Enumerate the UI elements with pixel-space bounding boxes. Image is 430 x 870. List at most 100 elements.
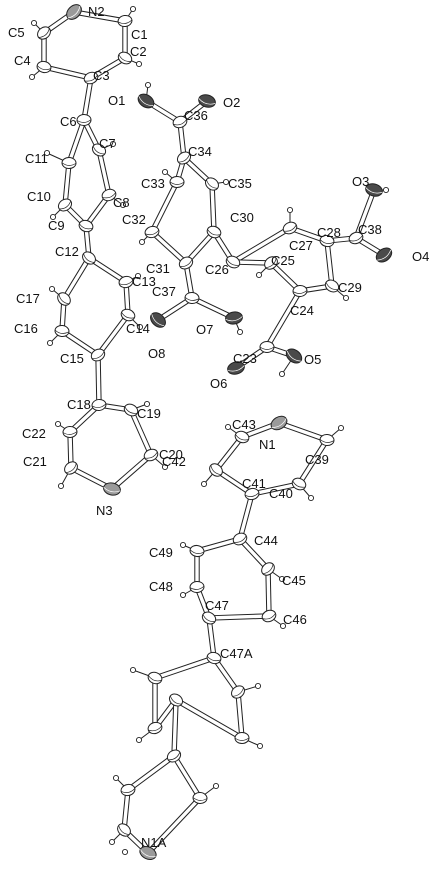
atom-label-C4: C4 — [14, 53, 31, 68]
atom-label-C30: C30 — [230, 210, 254, 225]
atom-label-C37: C37 — [152, 284, 176, 299]
hydrogen-atom-C39 — [337, 424, 345, 432]
hydrogen-atom-C16 — [46, 339, 54, 347]
atom-C32 — [144, 225, 160, 239]
atom-C24 — [292, 284, 308, 298]
atom-label-C28: C28 — [317, 225, 341, 240]
atom-u2 — [234, 731, 250, 745]
hydrogen-atom-C22 — [54, 420, 62, 428]
atom-C49 — [189, 544, 205, 558]
atom-label-C36: C36 — [184, 108, 208, 123]
hydrogen-atom-u4 — [135, 736, 143, 744]
atom-u4 — [147, 721, 163, 735]
atom-u8 — [117, 823, 131, 837]
atom-label-C14: C14 — [126, 321, 150, 336]
bond-C41-C44 — [237, 492, 255, 541]
atom-C37 — [184, 291, 200, 305]
atom-label-C26: C26 — [205, 262, 229, 277]
atom-C15 — [90, 348, 106, 362]
atom-label-C45: C45 — [282, 573, 306, 588]
atom-label-O3: O3 — [352, 174, 369, 189]
bond-C15-C18 — [95, 354, 102, 406]
atom-C4 — [36, 60, 52, 74]
atom-C46 — [261, 609, 277, 623]
hydrogen-atom-C14 — [136, 323, 144, 331]
atom-label-C38: C38 — [358, 222, 382, 237]
atom-label-C47A: C47A — [220, 646, 253, 661]
atom-C19 — [123, 403, 139, 417]
atom-O8 — [150, 312, 166, 328]
bond-C24-C23 — [264, 289, 303, 349]
atom-C38 — [348, 231, 364, 245]
atom-u9 — [120, 783, 136, 797]
atom-C39 — [319, 433, 335, 447]
atom-C34 — [176, 151, 192, 165]
atom-O5 — [285, 348, 303, 364]
atom-label-C23: C23 — [233, 351, 257, 366]
hydrogen-atom-C49 — [179, 541, 187, 549]
atom-C10 — [57, 198, 73, 212]
atom-C48 — [189, 580, 205, 594]
atom-C3 — [83, 71, 99, 85]
atom-O1 — [137, 93, 155, 109]
atom-label-O6: O6 — [210, 376, 227, 391]
atom-C33 — [169, 175, 185, 189]
atom-C40 — [291, 477, 307, 491]
hydrogen-atom-C32 — [138, 238, 146, 246]
hydrogen-atom-C10 — [49, 213, 57, 221]
atom-label-C47: C47 — [205, 598, 229, 613]
hydrogen-atom-C46 — [279, 622, 287, 630]
atom-label-C8: C8 — [113, 195, 130, 210]
atom-label-O8: O8 — [148, 346, 165, 361]
hydrogen-atom-u1 — [254, 682, 262, 690]
atoms-layer — [36, 4, 393, 861]
atom-label-C2: C2 — [130, 44, 147, 59]
atom-C26 — [225, 255, 241, 269]
hydrogen-atom-C5 — [30, 19, 38, 27]
atom-C27 — [282, 221, 298, 235]
bond-C45-C46 — [265, 568, 272, 617]
atom-label-C11: C11 — [25, 151, 48, 166]
atom-N1 — [270, 415, 288, 431]
bond-u2-u3 — [174, 697, 244, 741]
atom-label-C34: C34 — [188, 144, 212, 159]
atom-label-O7: O7 — [196, 322, 213, 337]
atom-label-C46: C46 — [283, 612, 307, 627]
atom-label-C31: C31 — [146, 261, 170, 276]
hydrogen-atom-C1 — [129, 5, 137, 13]
atom-N3 — [103, 482, 121, 496]
atom-label-C42: C42 — [162, 454, 186, 469]
atom-C6 — [76, 113, 92, 127]
bond-C35-C30 — [209, 183, 217, 233]
atom-O4 — [375, 247, 393, 263]
bond-u1-u2 — [235, 691, 245, 739]
hydrogen-atom-C33 — [161, 168, 169, 176]
hydrogen-atom-u8 — [108, 838, 116, 846]
atom-label-C22: C22 — [22, 426, 46, 441]
atom-N2 — [66, 4, 82, 20]
atom-label-O4: O4 — [412, 249, 429, 264]
hydrogen-atom-C45 — [278, 575, 286, 583]
hydrogen-atom-C27 — [286, 206, 294, 214]
atom-C28 — [319, 234, 335, 248]
atom-C42 — [209, 463, 223, 477]
atom-u5 — [147, 671, 163, 685]
atom-u3 — [168, 693, 184, 707]
atom-label-C39: C39 — [305, 452, 329, 467]
atom-label-O1: O1 — [108, 93, 125, 108]
hydrogen-atom-N1A_left — [121, 848, 129, 856]
atom-C22 — [62, 425, 78, 439]
atom-label-C7: C7 — [99, 136, 116, 151]
hydrogen-atom-C48 — [179, 591, 187, 599]
atom-C25 — [264, 256, 278, 270]
atom-label-C10: C10 — [27, 189, 51, 204]
atom-label-C44: C44 — [254, 533, 278, 548]
atom-C1 — [117, 14, 133, 28]
bond-C46-C47 — [208, 613, 270, 621]
hydrogen-atom-O5 — [278, 370, 286, 378]
hydrogen-atom-C35 — [222, 178, 230, 186]
atom-label-N2: N2 — [88, 4, 105, 19]
atom-label-C1: C1 — [131, 27, 148, 42]
bond-u4-u5 — [152, 677, 158, 729]
hydrogen-atom-u5 — [129, 666, 137, 674]
